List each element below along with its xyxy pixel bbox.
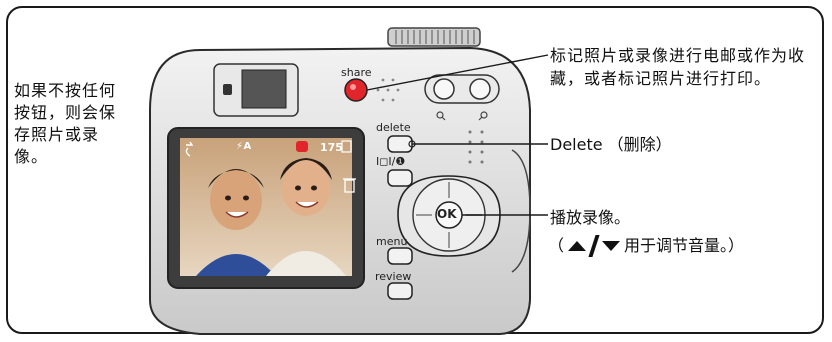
lcd-screen [167,127,365,289]
menu-label: menu [376,235,408,248]
display-info-label: I◻I/❶ [376,155,406,168]
share-label: share [341,66,372,79]
share-button[interactable] [344,78,368,102]
image-counter: 175 [320,141,343,154]
review-label: review [375,270,412,283]
default-action-note: 如果不按任何按钮，则会保存照片或录像。 [14,81,117,166]
delete-callout: Delete （删除） [550,135,672,154]
share-callout: 标记照片或录像进行电邮或作为收藏，或者标记照片进行打印。 [550,46,806,88]
display-info-button [387,169,413,187]
delete-label: delete [376,121,411,134]
callout-lines [366,54,549,216]
speaker-grille [468,130,484,164]
volume-callout: （ 用于调节音量。） [548,234,744,257]
photo-children [196,158,346,276]
zoom-tele-icon [478,111,488,121]
card-icon [341,140,352,153]
delete-button [387,135,413,153]
zoom-wide-icon [436,111,446,121]
up-arrow-icon [568,240,587,251]
volume-open-paren: （ [548,236,565,255]
menu-button [387,247,413,265]
slash-divider [588,234,600,257]
viewfinder [213,63,299,117]
mode-dial[interactable] [387,27,481,47]
review-button [387,282,413,300]
zoom-rocker[interactable] [424,74,500,104]
trash-icon [343,178,356,193]
volume-text: 用于调节音量。） [624,236,745,255]
rotate-icon [185,141,194,157]
flash-auto-indicator: ⚡A [236,141,252,152]
record-indicator [296,141,308,152]
down-arrow-icon [602,240,621,251]
ok-label: OK [437,207,457,221]
play-callout: 播放录像。 [550,208,631,227]
